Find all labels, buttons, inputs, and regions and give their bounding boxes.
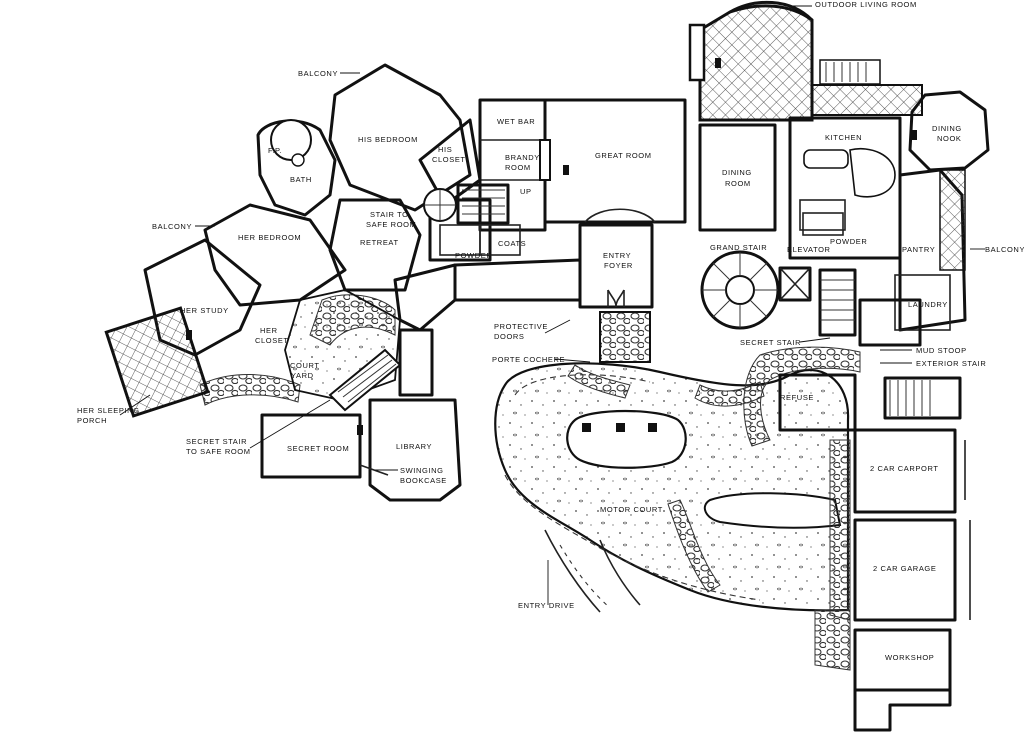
- label-bath: BATH: [290, 175, 312, 184]
- label-secret-room: SECRET ROOM: [287, 444, 349, 453]
- label-his-closet-line2: CLOSET: [432, 155, 466, 164]
- label-wet-bar: WET BAR: [497, 117, 535, 126]
- label-her-bedroom: HER BEDROOM: [238, 233, 301, 242]
- label-his-bedroom: HIS BEDROOM: [358, 135, 418, 144]
- label-balcony-west: BALCONY: [152, 222, 192, 231]
- label-his-closet-line1: HIS: [438, 145, 452, 154]
- label-swinging-bookcase-line2: BOOKCASE: [400, 476, 447, 485]
- label-exterior-stair: EXTERIOR STAIR: [916, 359, 986, 368]
- fireplace-marks: [186, 58, 917, 435]
- label-stair-to-safe-room-line1: STAIR TO: [370, 210, 409, 219]
- label-kitchen: KITCHEN: [825, 133, 862, 142]
- label-library: LIBRARY: [396, 442, 432, 451]
- laundry-room: [858, 298, 922, 347]
- label-powder-east: POWDER: [830, 237, 867, 246]
- label-court-yard-line2: YARD: [291, 371, 314, 380]
- label-her-sleeping-porch-line1: HER SLEEPING: [77, 406, 140, 415]
- leader-lines: [119, 5, 985, 605]
- elevator-shaft: [778, 266, 812, 302]
- main-block-walls: [478, 90, 990, 332]
- label-refuse: REFUSE: [780, 393, 814, 402]
- label-dining-room-line1: DINING: [722, 168, 752, 177]
- label-entry-foyer-line1: ENTRY: [603, 251, 631, 260]
- label-dining-nook-line1: DINING: [932, 124, 962, 133]
- label-dining-nook-line2: NOOK: [937, 134, 962, 143]
- label-brandy-room-line1: BRANDY: [505, 153, 540, 162]
- label-her-closet-line1: HER: [260, 326, 278, 335]
- label-powder-west: POWDER: [455, 251, 492, 260]
- label-entry-foyer-line2: FOYER: [604, 261, 633, 270]
- library: [368, 398, 462, 502]
- entry-drive-path: [544, 529, 641, 613]
- room-labels: OUTDOOR LIVING ROOM BALCONY HIS BEDROOM …: [77, 0, 1024, 662]
- label-coats: COATS: [498, 239, 526, 248]
- her-sleeping-porch: [104, 306, 210, 418]
- label-laundry: LAUNDRY: [908, 300, 948, 309]
- label-secret-stair-safe-line2: TO SAFE ROOM: [186, 447, 251, 456]
- label-her-closet-line2: CLOSET: [255, 336, 289, 345]
- label-protective-doors-line2: DOORS: [494, 332, 525, 341]
- label-entry-drive: ENTRY DRIVE: [518, 601, 575, 610]
- label-two-car-garage: 2 CAR GARAGE: [873, 564, 936, 573]
- label-secret-stair-safe-line1: SECRET STAIR: [186, 437, 247, 446]
- label-protective-doors-line1: PROTECTIVE: [494, 322, 548, 331]
- label-retreat: RETREAT: [360, 238, 399, 247]
- label-swinging-bookcase-line1: SWINGING: [400, 466, 444, 475]
- label-balcony-east: BALCONY: [985, 245, 1024, 254]
- motor-court-island: [566, 409, 687, 469]
- secret-room: [260, 413, 362, 479]
- label-workshop: WORKSHOP: [885, 653, 934, 662]
- grand-stair: [700, 250, 780, 330]
- label-court-yard-line1: COURT: [290, 361, 320, 370]
- drive-island: [703, 492, 842, 529]
- label-secret-stair-east: SECRET STAIR: [740, 338, 801, 347]
- outdoor-living-room: [688, 0, 923, 122]
- label-brandy-room-line2: ROOM: [505, 163, 531, 172]
- label-two-car-carport: 2 CAR CARPORT: [870, 464, 939, 473]
- label-her-sleeping-porch-line2: PORCH: [77, 416, 107, 425]
- label-dining-room-line2: ROOM: [725, 179, 751, 188]
- east-service-wing: [778, 373, 971, 732]
- label-stair-to-safe-room-line2: SAFE ROOM: [366, 220, 416, 229]
- label-fireplace-bath: F.P.: [268, 146, 282, 155]
- label-her-study: HER STUDY: [180, 306, 229, 315]
- secret-stair: [818, 268, 857, 337]
- label-grand-stair: GRAND STAIR: [710, 243, 767, 252]
- label-stair-up: UP: [520, 187, 532, 196]
- label-mud-stoop: MUD STOOP: [916, 346, 967, 355]
- label-great-room: GREAT ROOM: [595, 151, 652, 160]
- label-elevator: ELEVATOR: [787, 245, 831, 254]
- great-room-arch: [584, 208, 656, 223]
- label-pantry: PANTRY: [902, 245, 935, 254]
- label-balcony-north: BALCONY: [298, 69, 338, 78]
- west-wing-walls: [143, 63, 582, 357]
- label-motor-court: MOTOR COURT: [600, 505, 663, 514]
- label-outdoor-living-room: OUTDOOR LIVING ROOM: [815, 0, 917, 9]
- label-porte-cochere: PORTE COCHERE: [492, 355, 565, 364]
